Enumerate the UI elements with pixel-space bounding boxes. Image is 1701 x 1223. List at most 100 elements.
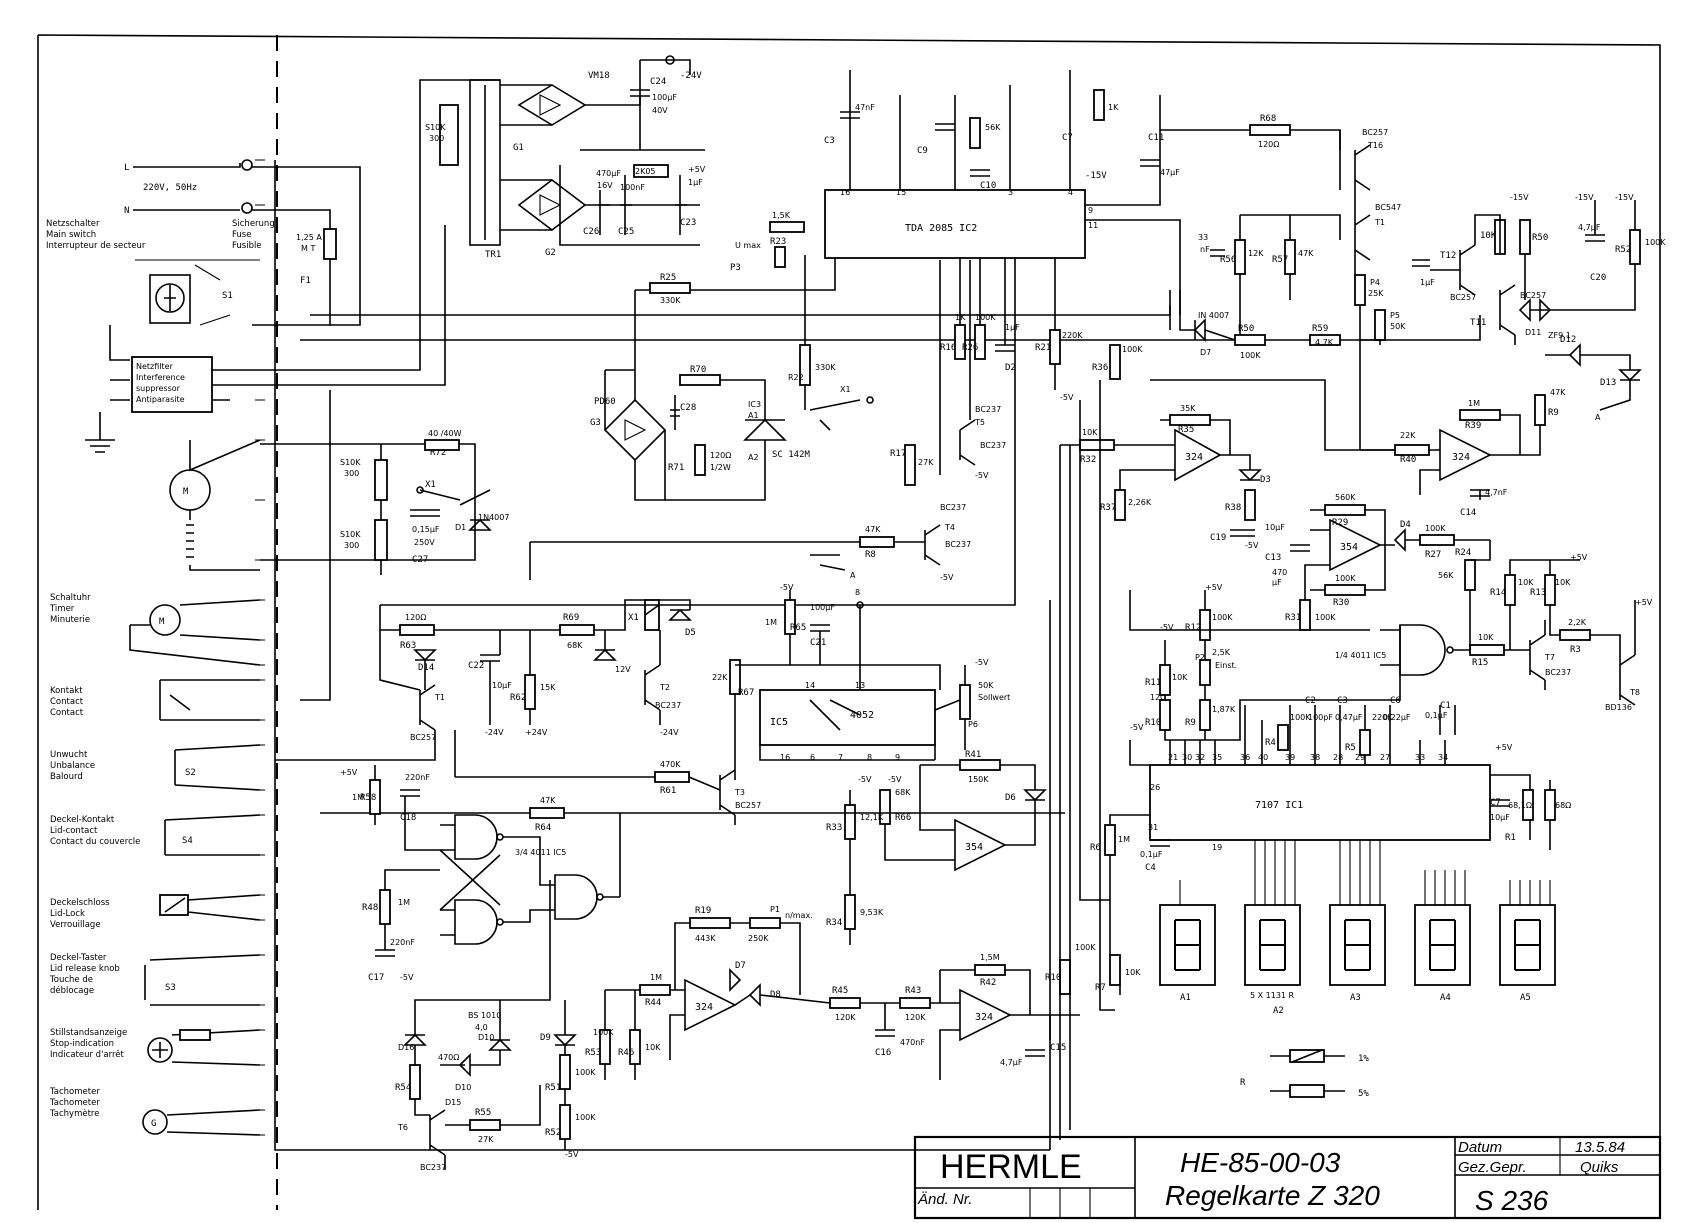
svg-text:Lid-contact: Lid-contact <box>50 826 98 836</box>
svg-text:100K: 100K <box>1075 943 1096 952</box>
svg-text:M T: M T <box>301 244 315 253</box>
svg-text:27K: 27K <box>918 458 934 467</box>
svg-text:35: 35 <box>1212 753 1222 762</box>
svg-text:100K: 100K <box>1212 613 1233 622</box>
p3-section: R23 1,5K P3 U max R25 330K <box>300 211 1240 371</box>
r53-label: R53 <box>585 1048 601 1058</box>
drawing-number: HE-85-00-03 <box>1180 1147 1341 1178</box>
svg-text:22K: 22K <box>1400 431 1416 440</box>
r68-value: 120Ω <box>1258 140 1279 149</box>
r34-label: R34 <box>826 918 842 928</box>
svg-text:22K: 22K <box>712 673 728 682</box>
svg-text:1K: 1K <box>1108 103 1119 112</box>
svg-text:56K: 56K <box>1438 571 1454 580</box>
r16-label: R16 <box>940 343 956 353</box>
c26-label: C26 <box>583 227 599 237</box>
svg-text:7: 7 <box>838 753 843 762</box>
svg-text:BC237: BC237 <box>655 701 681 710</box>
r11-label: R11 <box>1145 678 1161 688</box>
t7-label: T7 <box>1544 653 1555 662</box>
svg-text:-15V: -15V <box>1575 193 1594 202</box>
svg-text:6: 6 <box>810 753 815 762</box>
c19-label: C19 <box>1210 533 1226 543</box>
svg-text:31: 31 <box>1148 823 1158 832</box>
middle-resistors: R16 R26 D2 1K 100K 1µF R21 220K R36 100K… <box>940 258 1143 402</box>
svg-text:100K: 100K <box>975 313 996 322</box>
r72-value: 40 /40W <box>428 429 462 438</box>
svg-text:27K: 27K <box>478 1135 494 1144</box>
p4-label: P4 <box>1370 278 1380 287</box>
svg-text:100K: 100K <box>1645 238 1666 247</box>
svg-text:10K: 10K <box>1555 578 1571 587</box>
mains-terminal-n: N <box>124 206 129 216</box>
svg-text:50K: 50K <box>978 681 994 690</box>
svg-text:21: 21 <box>1168 753 1178 762</box>
r26-label: R26 <box>962 343 978 353</box>
svg-text:X1: X1 <box>840 385 851 394</box>
svg-text:40V: 40V <box>652 106 668 115</box>
r36-label: R36 <box>1092 363 1108 373</box>
power-supply: TR1 S10K 300 G1 VM18 G2 -24V C24 100µF 4… <box>425 55 706 260</box>
p5-label: P5 <box>1390 311 1400 320</box>
svg-text:Verrouillage: Verrouillage <box>50 920 101 930</box>
svg-text:250V: 250V <box>414 538 435 547</box>
ic4-section: R19 443K P1 n/max. 250K 324 R44 1M D8 D7… <box>605 905 1096 1080</box>
svg-text:16: 16 <box>840 188 850 197</box>
relay-section: R63 120Ω C22 10µF R62 15K -24V +24V R69 … <box>275 258 1016 761</box>
svg-text:28: 28 <box>1333 753 1343 762</box>
svg-text:Timer: Timer <box>49 604 75 614</box>
svg-text:2,2K: 2,2K <box>1568 618 1587 627</box>
svg-text:-5V: -5V <box>1060 393 1074 402</box>
fuse-value: 1,25 A <box>296 233 322 242</box>
svg-text:T5: T5 <box>974 418 985 427</box>
c14-label: C14 <box>1460 508 1476 518</box>
svg-text:+5V: +5V <box>1570 553 1588 562</box>
svg-text:300: 300 <box>344 541 359 550</box>
svg-text:12,1K: 12,1K <box>860 813 884 822</box>
ic2-opamp-label: 354 <box>965 842 983 853</box>
r15-label: R15 <box>1472 658 1488 668</box>
svg-text:100pF: 100pF <box>1308 713 1333 722</box>
display-a4: A4 <box>1414 904 1471 1003</box>
c15-label: C15 <box>1050 1043 1066 1053</box>
r8-value: 47K <box>865 525 881 534</box>
c16-label-ic4: C16 <box>875 1048 891 1058</box>
imbalance-label: Unwucht <box>50 750 88 760</box>
svg-text:9: 9 <box>895 753 900 762</box>
svg-text:4,7nF: 4,7nF <box>1485 488 1508 497</box>
svg-text:11: 11 <box>1088 221 1098 230</box>
svg-text:Contact du couvercle: Contact du couvercle <box>50 837 140 847</box>
svg-text:56K: 56K <box>985 123 1001 132</box>
ic1-label: 7107 IC1 <box>1255 800 1303 811</box>
display-sub-label: 5 X 1131 R <box>1250 991 1295 1000</box>
r42-label: R42 <box>980 978 996 988</box>
svg-text:25K: 25K <box>1368 289 1384 298</box>
svg-text:220K: 220K <box>1372 713 1393 722</box>
svg-text:-5V: -5V <box>780 583 794 592</box>
lid-contact-label: Deckel-Kontakt <box>50 815 115 825</box>
r67-label: R67 <box>738 688 754 698</box>
r52b-label: R52 <box>545 1128 561 1138</box>
svg-text:BC237: BC237 <box>945 540 971 549</box>
svg-text:Main switch: Main switch <box>46 230 96 240</box>
svg-text:D7: D7 <box>1200 348 1211 357</box>
t11-label: T11 <box>1470 318 1486 328</box>
r72-label: R72 <box>430 448 446 458</box>
r56-label: R56 <box>1220 255 1236 265</box>
svg-text:A: A <box>1595 413 1601 422</box>
svg-text:-5V: -5V <box>975 658 989 667</box>
r40-label: R40 <box>1400 455 1416 465</box>
c11-label: C11 <box>1148 133 1164 143</box>
mains-terminal-l: L <box>124 163 129 173</box>
svg-text:470µF: 470µF <box>596 169 621 178</box>
svg-text:100K: 100K <box>575 1113 596 1122</box>
r65-label: R65 <box>790 623 806 633</box>
c13-label: C13 <box>1265 553 1281 563</box>
svg-text:10K: 10K <box>1478 633 1494 642</box>
v2b-value: S10K <box>340 458 361 467</box>
r62-label: R62 <box>510 693 526 703</box>
svg-text:100K: 100K <box>1315 613 1336 622</box>
ic4b-opamp-label: 324 <box>975 1012 993 1023</box>
mains-section: L N 220V, 50Hz 1,25 A M T F1 Netzschalte… <box>46 79 500 453</box>
r51b-label: R51 <box>545 1083 561 1093</box>
